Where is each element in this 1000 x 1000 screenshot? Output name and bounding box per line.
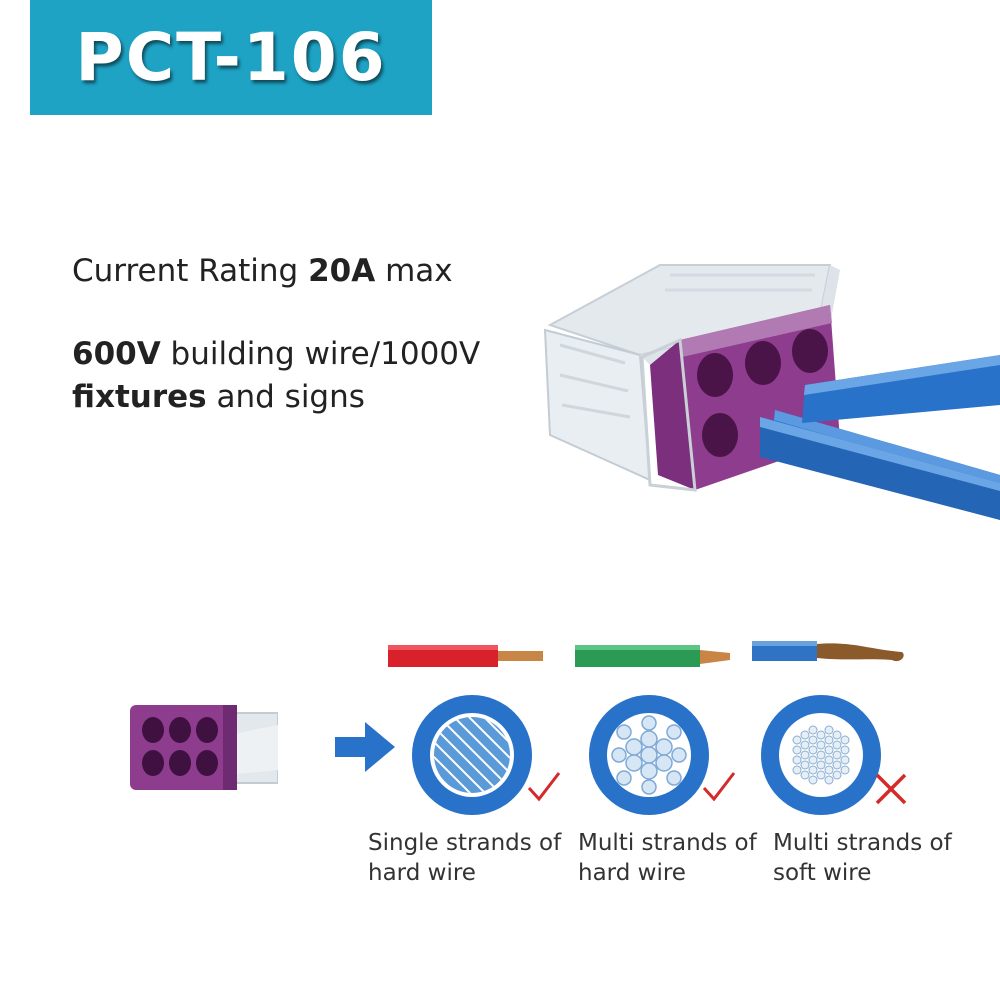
arrow-right-icon bbox=[335, 722, 395, 772]
connector-icon bbox=[130, 705, 278, 790]
connector-with-wires-image bbox=[543, 264, 1000, 520]
product-title: PCT-106 bbox=[75, 19, 387, 96]
spec-text: Current Rating 20A max 600V building wir… bbox=[72, 250, 492, 419]
multi-soft-strand-cross-section-icon bbox=[761, 695, 881, 815]
title-banner: PCT-106 bbox=[30, 0, 432, 115]
caption-single-hard: Single strands of hard wire bbox=[368, 830, 562, 886]
caption-multi-soft: Multi strands of soft wire bbox=[773, 830, 952, 886]
check-icon bbox=[702, 772, 736, 802]
green-wire-image bbox=[575, 645, 730, 667]
caption-multi-hard: Multi strands of hard wire bbox=[578, 830, 757, 886]
red-wire-image bbox=[388, 645, 543, 667]
single-strand-cross-section-icon bbox=[412, 695, 532, 815]
voltage-rating: 600V building wire/1000V fixtures and si… bbox=[72, 336, 481, 415]
blue-wire-image bbox=[752, 641, 904, 662]
cross-icon bbox=[875, 773, 907, 805]
multi-hard-strand-cross-section-icon bbox=[589, 695, 709, 815]
check-icon bbox=[527, 772, 561, 802]
current-rating: Current Rating 20A max bbox=[72, 253, 453, 289]
